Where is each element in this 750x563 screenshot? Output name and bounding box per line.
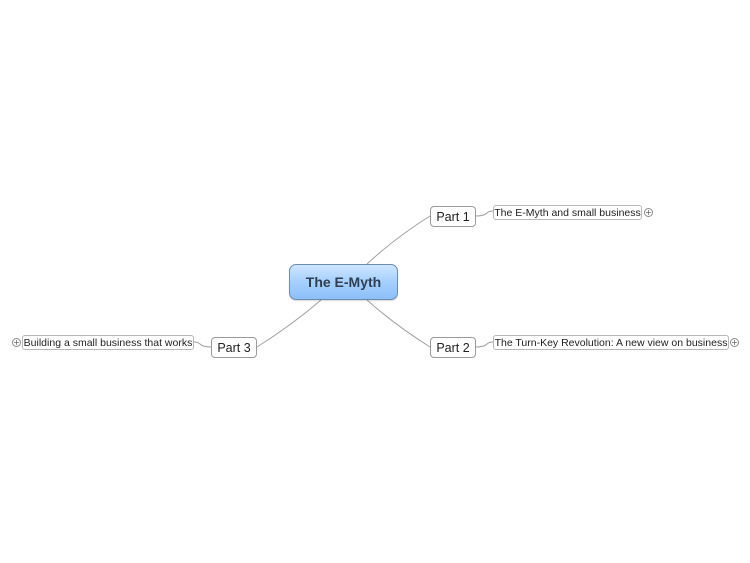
connector-central-part-1	[366, 215, 431, 265]
connector-part-3-subtopic	[193, 341, 212, 348]
connector-part-1-subtopic	[475, 210, 494, 217]
connector-central-part-3	[256, 299, 322, 348]
subtopic-building-small-business[interactable]: Building a small business that works	[22, 335, 194, 350]
topic-part-3[interactable]: Part 3	[211, 337, 257, 358]
connector-part-2-subtopic	[475, 341, 494, 348]
subtopic-turn-key-revolution[interactable]: The Turn-Key Revolution: A new view on b…	[493, 335, 729, 350]
expand-plus-icon[interactable]: +	[730, 338, 739, 347]
topic-part-2[interactable]: Part 2	[430, 337, 476, 358]
subtopic-e-myth-and-small-business[interactable]: The E-Myth and small business	[493, 205, 642, 220]
topic-part-1[interactable]: Part 1	[430, 206, 476, 227]
central-topic[interactable]: The E-Myth	[289, 264, 398, 300]
connector-central-part-2	[366, 299, 431, 348]
expand-plus-icon[interactable]: +	[644, 208, 653, 217]
expand-plus-icon[interactable]: +	[12, 338, 21, 347]
